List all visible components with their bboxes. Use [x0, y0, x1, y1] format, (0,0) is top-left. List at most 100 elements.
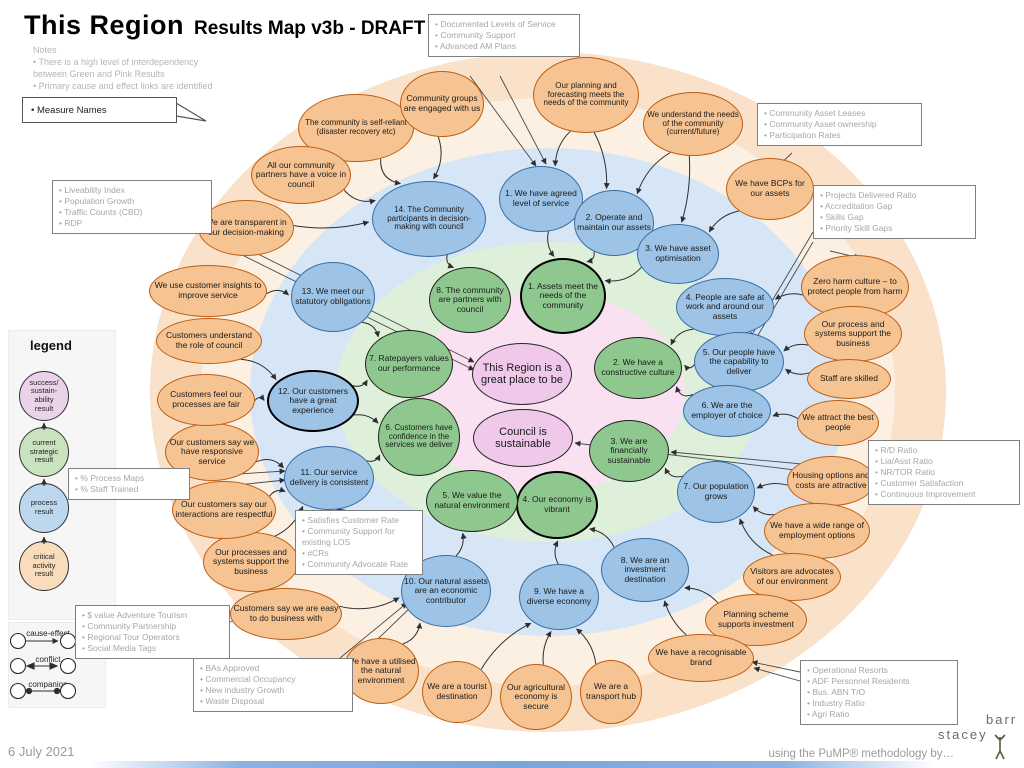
orange-result-o10: Staff are skilled [807, 359, 891, 399]
measure-line: • Continuous Improvement [875, 489, 976, 500]
notes-block: Notes • There is a high level of interde… [33, 44, 213, 93]
orange-result-o25: Customers feel our processes are fair [157, 374, 255, 426]
logo-barr-text: barr [986, 712, 1018, 727]
legend-relation-companion: companion [28, 680, 68, 689]
blue-result-b1: 1. We have agreed level of service [499, 166, 583, 232]
logo-stacey-text: stacey [938, 727, 988, 742]
legend-item-line: sustain- [30, 386, 58, 396]
measure-names-tail [175, 101, 207, 122]
measure-line: • Community Asset ownership [764, 119, 877, 130]
orange-result-o18: Our agricultural economy is secure [500, 664, 572, 730]
measure-callout-c7: • Satisfies Customer Rate• Community Sup… [295, 510, 423, 576]
blue-result-b9: 9. We have a diverse economy [519, 564, 599, 630]
measure-callout-c8: • $ value Adventure Tourism• Community P… [75, 605, 230, 660]
green-result-g6: 6. Customers have confidence in the serv… [378, 398, 460, 476]
measure-callout-c6: • % Process Maps• % Staff Trained [68, 468, 190, 501]
orange-result-o22: Our processes and systems support the bu… [203, 532, 299, 592]
measure-line: • Bus. ABN T/O [807, 687, 866, 698]
orange-result-o16: We have a recognisable brand [648, 634, 754, 682]
legend-item-line: success/ [29, 377, 59, 387]
measure-line: • New industry Growth [200, 685, 285, 696]
green-result-g5: 5. We value the natural environment [426, 470, 518, 532]
measure-line: • Population Growth [59, 196, 135, 207]
measure-line: • Agri Ratio [807, 709, 850, 720]
measure-names-label: • Measure Names [31, 104, 107, 116]
measure-line: • Social Media Tags [82, 643, 157, 654]
green-result-g7: 7. Ratepayers values our performance [365, 330, 453, 398]
measure-line: • Operational Resorts [807, 665, 888, 675]
orange-result-o6: We understand the needs of the community… [643, 92, 743, 156]
measure-line: • % Staff Trained [75, 484, 139, 495]
measure-line: • R/D Ratio [875, 445, 918, 455]
legend-item-line: ability [34, 395, 54, 404]
measure-callout-c4: • Projects Delivered Ratio• Accreditatio… [813, 185, 976, 240]
measure-line: • Customer Satisfaction [875, 478, 964, 489]
measure-callout-c9: • BAs Approved• Commercial Occupancy• Ne… [193, 658, 353, 713]
legend-item-line: result [34, 455, 54, 465]
measure-line: • NR/TOR Ratio [875, 467, 935, 478]
measure-line: • Priority Skill Gaps [820, 223, 893, 234]
measure-callout-c11: • Operational Resorts• ADF Personnel Res… [800, 660, 958, 726]
blue-result-b7: 7. Our population grows [677, 461, 755, 523]
orange-result-o26: Customers understand the role of council [156, 318, 262, 364]
measure-line: • Satisfies Customer Rate [302, 515, 399, 525]
orange-result-o9: Our process and systems support the busi… [804, 306, 902, 362]
pink-result-p1: This Region is a great place to be [472, 343, 572, 405]
orange-result-o27: We use customer insights to improve serv… [149, 265, 267, 317]
blue-result-b11: 11. Our service delivery is consistent [284, 446, 374, 510]
blue-result-b4: 4. People are safe at work and around ou… [676, 278, 774, 336]
measure-callout-c2: • Documented Levels of Service• Communit… [428, 14, 580, 58]
legend-item-line: result [34, 507, 54, 516]
measure-names-callout: • Measure Names [22, 97, 177, 123]
measure-line: • Community Support [435, 30, 516, 41]
page-title: This Region Results Map v3b - DRAFT [24, 10, 425, 41]
measure-line: • #CRs [302, 548, 329, 559]
blue-result-b6: 6. We are the employer of choice [683, 385, 771, 437]
legend-item-line: result [34, 403, 54, 413]
notes-heading: Notes [33, 45, 57, 55]
title-region: This Region [24, 10, 184, 40]
notes-line: • Primary cause and effect links are ide… [33, 81, 213, 92]
measure-line: • Documented Levels of Service [435, 19, 556, 29]
measure-line: • Advanced AM Plans [435, 41, 516, 52]
blue-result-b3: 3. We have asset optimisation [637, 224, 719, 284]
measure-line: • Participation Rates [764, 130, 841, 141]
orange-result-o2: All our community partners have a voice … [251, 146, 351, 204]
measure-line: • Regional Tour Operators [82, 632, 180, 643]
legend-relation-conflict: conflict [35, 655, 61, 664]
measure-line: • Community Partnership [82, 621, 177, 632]
green-result-g2: 2. We have a constructive culture [594, 337, 682, 399]
orange-result-o12: Housing options and costs are attractive [787, 456, 875, 506]
measure-line: • Community Support for existing LOS [302, 526, 395, 548]
measure-callout-c3: • Community Asset Leases• Community Asse… [757, 103, 922, 147]
green-result-g8: 8. The community are partners with counc… [429, 267, 511, 333]
orange-result-o4: Community groups are engaged with us [400, 71, 484, 137]
measure-line: • % Process Maps [75, 473, 145, 483]
measure-line: • Industry Ratio [807, 698, 865, 709]
measure-line: • ADF Personnel Residents [807, 676, 910, 687]
legend-relation-cause-effect: cause-effect [26, 629, 70, 638]
notes-line: • There is a high level of interdependen… [33, 57, 199, 68]
slide-date: 6 July 2021 [8, 744, 75, 759]
measure-line: • Community Advocate Rate [302, 559, 408, 570]
measure-line: • Waste Disposal [200, 696, 265, 707]
orange-result-o13: We have a wide range of employment optio… [764, 503, 870, 559]
title-rest: Results Map v3b - DRAFT [194, 18, 426, 39]
legend-item-line: activity [32, 560, 56, 570]
measure-line: • RDP [59, 218, 83, 229]
orange-result-o3: We are transparent in our decision-makin… [198, 200, 294, 256]
legend-item-line: critical [33, 552, 55, 562]
measure-line: • BAs Approved [200, 663, 260, 673]
measure-line: • Traffic Counts (CBD) [59, 207, 143, 218]
orange-result-o11: We attract the best people [797, 400, 879, 446]
legend-item-line: result [34, 569, 54, 579]
measure-callout-c10: • R/D Ratio• Lia/Asst Ratio• NR/TOR Rati… [868, 440, 1020, 506]
orange-result-o21: Customers say we are easy to do business… [230, 588, 342, 640]
blue-result-b13: 13. We meet our statutory obligations [291, 262, 375, 332]
measure-line: • Community Asset Leases [764, 108, 866, 118]
